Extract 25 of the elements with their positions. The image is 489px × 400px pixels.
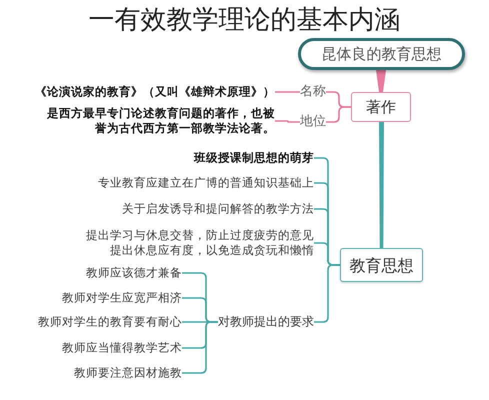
branch-topic-box: 教育思想: [340, 248, 423, 282]
subtopic-text: 对教师提出的要求: [218, 314, 314, 330]
leaf-text: 教师要注意因材施教: [74, 366, 182, 380]
leaf-text: 《论演说家的教育》（又叫《雄辩术原理》）: [35, 84, 275, 100]
leaf-text: 是西方最早专门论述教育问题的著作，也被誉为古代西方第一部教学法论著。: [41, 106, 275, 136]
branch-connector: [379, 122, 384, 248]
leaf-text: 专业教育应建立在广博的普通知识基础上: [98, 176, 314, 190]
subtopic-label: 地位: [300, 114, 326, 130]
branch-connector: [314, 242, 340, 266]
diagram-title: 一有效教学理论的基本内涵: [88, 5, 402, 35]
subtopic-label: 名称: [300, 84, 326, 100]
leaf-text: 关于启发诱导和提问解答的教学方法: [122, 202, 314, 216]
branch-connector: [326, 106, 351, 123]
leaf-text: 教师应该德才兼备: [86, 266, 182, 280]
leaf-text: 提出学习与休息交替，防止过度疲劳的意见提出休息应有度，以免造成贪玩和懒惰: [80, 228, 314, 258]
branch-topic-box: 著作: [351, 92, 411, 122]
leaf-text: 教师应当懂得教学艺术: [62, 340, 182, 356]
leaf-text: 教师对学生的教育要有耐心: [38, 314, 182, 330]
branch-connector: [376, 70, 386, 92]
branch-connector: [275, 120, 300, 123]
root-topic-pill: 昆体良的教育思想: [298, 38, 465, 70]
leaf-text: 班级授课制思想的萌芽: [194, 150, 314, 166]
branch-connector: [182, 321, 218, 323]
leaf-text: 教师对学生应宽严相济: [62, 290, 182, 306]
branch-connector: [275, 91, 300, 93]
